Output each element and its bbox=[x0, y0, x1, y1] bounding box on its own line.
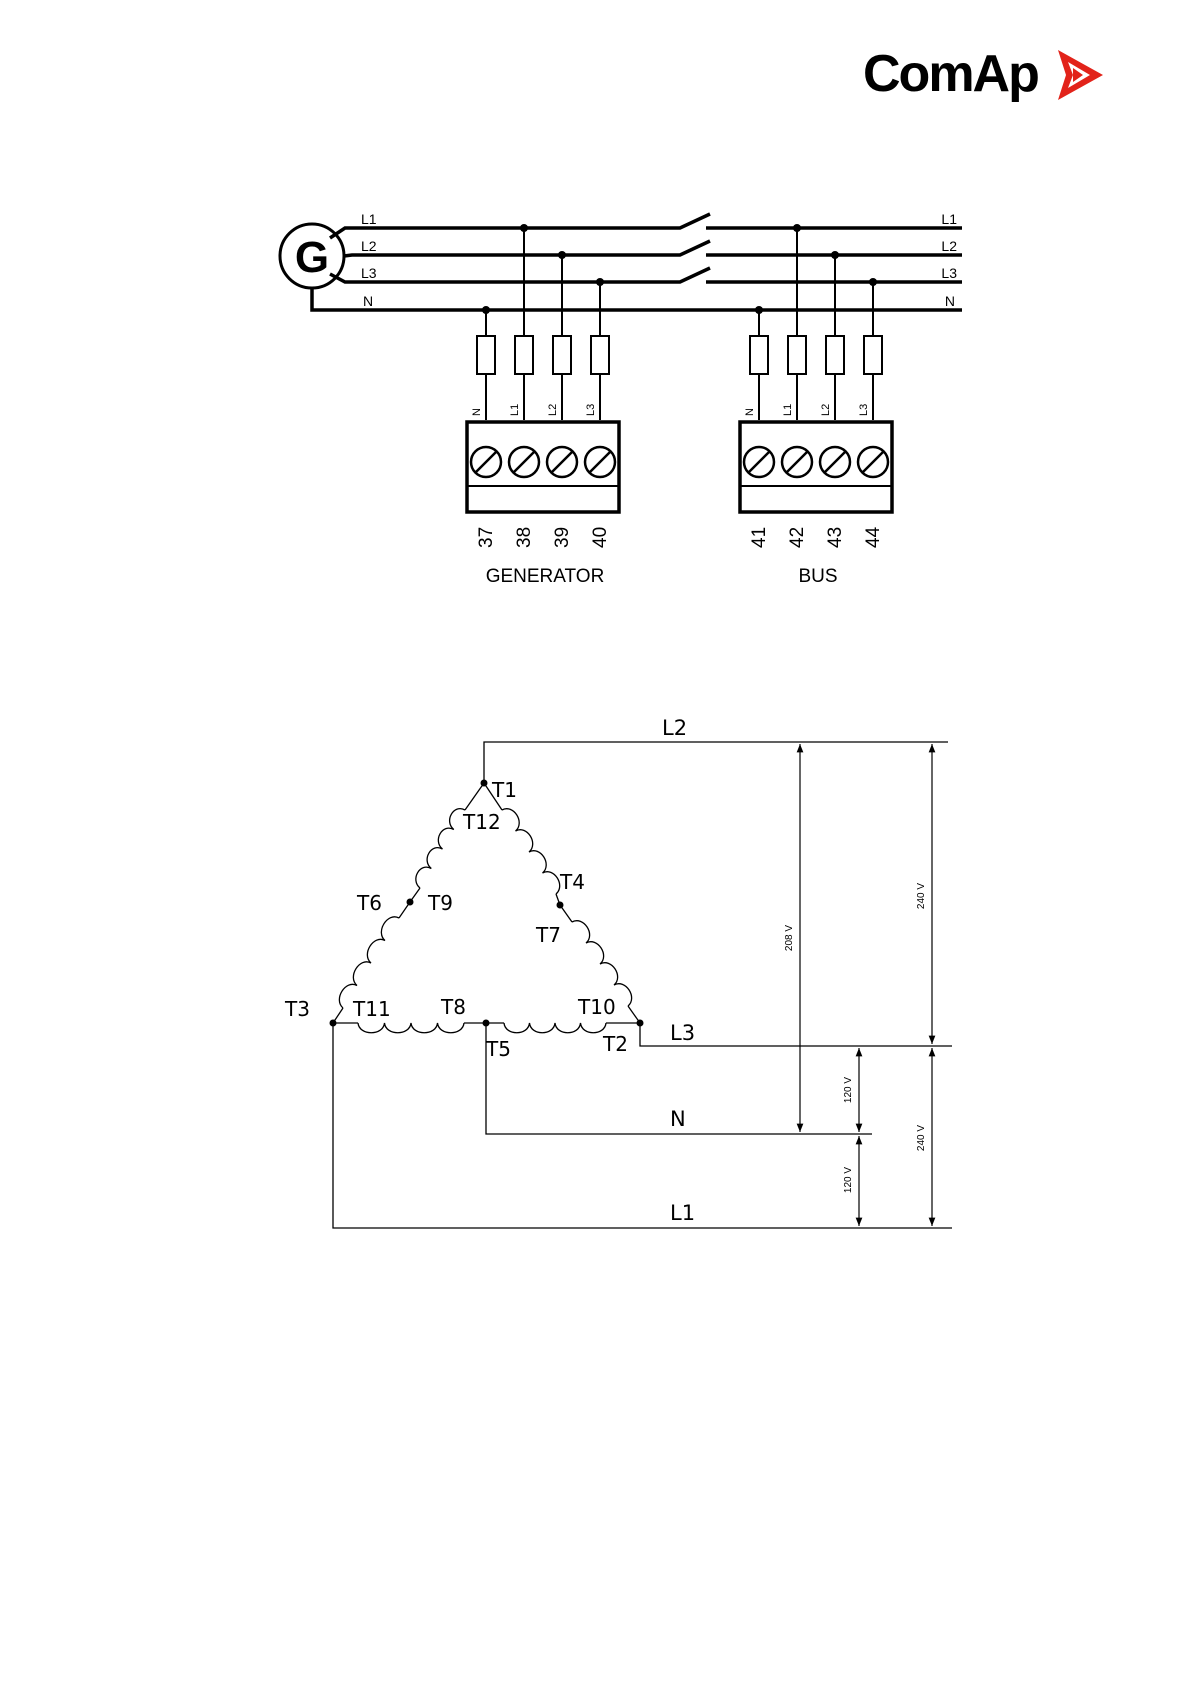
voltage-dimensions bbox=[800, 744, 932, 1226]
logo-text: ComAp bbox=[863, 45, 1038, 103]
bus-pin-l1: L1 bbox=[782, 404, 794, 416]
right-label-l3: L3 bbox=[941, 265, 957, 281]
delta-label-n: N bbox=[670, 1107, 686, 1131]
logo-arrow-icon bbox=[1058, 50, 1103, 100]
terminal-t4: T4 bbox=[559, 870, 585, 894]
delta-label-l1: L1 bbox=[670, 1201, 695, 1225]
bus-pin-n: N bbox=[744, 408, 756, 416]
left-label-l3: L3 bbox=[361, 265, 377, 281]
terminal-t12: T12 bbox=[462, 810, 501, 834]
voltage-l3-n: 120 V bbox=[843, 1077, 854, 1103]
voltage-l3-l1: 240 V bbox=[916, 1125, 927, 1151]
bus-terminal-block bbox=[740, 422, 892, 512]
generator-letter: G bbox=[295, 233, 329, 282]
bus-caption: BUS bbox=[798, 566, 837, 587]
coil-t7-t2 bbox=[572, 921, 632, 1006]
terminal-t5: T5 bbox=[485, 1037, 511, 1061]
generator-taps bbox=[486, 228, 600, 420]
bus-taps bbox=[759, 228, 873, 420]
terminal-t2: T2 bbox=[602, 1032, 628, 1056]
left-label-l2: L2 bbox=[361, 238, 377, 254]
gen-terminal-40: 40 bbox=[590, 527, 611, 548]
terminal-t7: T7 bbox=[535, 923, 561, 947]
right-label-n: N bbox=[945, 293, 955, 309]
gen-pin-n: N bbox=[471, 408, 483, 416]
bus-fuses bbox=[750, 336, 882, 374]
gen-terminal-39: 39 bbox=[552, 527, 573, 548]
delta-label-l2: L2 bbox=[662, 716, 687, 740]
right-label-l2: L2 bbox=[941, 238, 957, 254]
gen-pin-l1: L1 bbox=[509, 404, 521, 416]
terminal-t1: T1 bbox=[491, 778, 517, 802]
gen-pin-l3: L3 bbox=[585, 404, 597, 416]
generator-fuses bbox=[477, 336, 609, 374]
gen-pin-l2: L2 bbox=[547, 404, 559, 416]
comap-logo: ComAp bbox=[863, 45, 1103, 103]
terminal-t11: T11 bbox=[352, 997, 391, 1021]
terminal-t6: T6 bbox=[356, 891, 382, 915]
bus-pin-l2: L2 bbox=[820, 404, 832, 416]
delta-label-l3: L3 bbox=[670, 1021, 695, 1045]
coil-t5-t10 bbox=[504, 1023, 606, 1033]
delta-diagram: 208 V 240 V 120 V 120 V 240 V L2 L3 N L1… bbox=[284, 716, 952, 1228]
generator-caption: GENERATOR bbox=[486, 566, 605, 587]
terminal-t9: T9 bbox=[427, 891, 453, 915]
gen-terminal-37: 37 bbox=[476, 527, 497, 548]
coil-t12-t4 bbox=[502, 809, 560, 894]
bus-terminal-42: 42 bbox=[787, 527, 808, 548]
wiring-diagram: G L1 L2 L3 N L1 L2 L3 N bbox=[280, 211, 962, 587]
bus-terminal-44: 44 bbox=[863, 526, 884, 548]
voltage-l2-l3: 240 V bbox=[916, 883, 927, 909]
bus-pin-l3: L3 bbox=[858, 404, 870, 416]
coil-t1-t6 bbox=[416, 809, 465, 888]
left-label-n: N bbox=[363, 293, 373, 309]
voltage-n-l1: 120 V bbox=[843, 1167, 854, 1193]
terminal-t10: T10 bbox=[577, 995, 616, 1019]
right-label-l1: L1 bbox=[941, 211, 957, 227]
left-label-l1: L1 bbox=[361, 211, 377, 227]
bus-terminal-41: 41 bbox=[749, 527, 770, 548]
voltage-l2-n: 208 V bbox=[784, 925, 795, 951]
terminal-t8: T8 bbox=[440, 995, 466, 1019]
terminal-t3: T3 bbox=[284, 997, 310, 1021]
coil-t9-t3 bbox=[339, 917, 399, 1008]
bus-lines bbox=[312, 214, 962, 310]
generator-terminal-block bbox=[467, 422, 619, 512]
coil-t11-t8 bbox=[358, 1023, 464, 1033]
gen-terminal-38: 38 bbox=[514, 527, 535, 548]
bus-terminal-43: 43 bbox=[825, 527, 846, 548]
